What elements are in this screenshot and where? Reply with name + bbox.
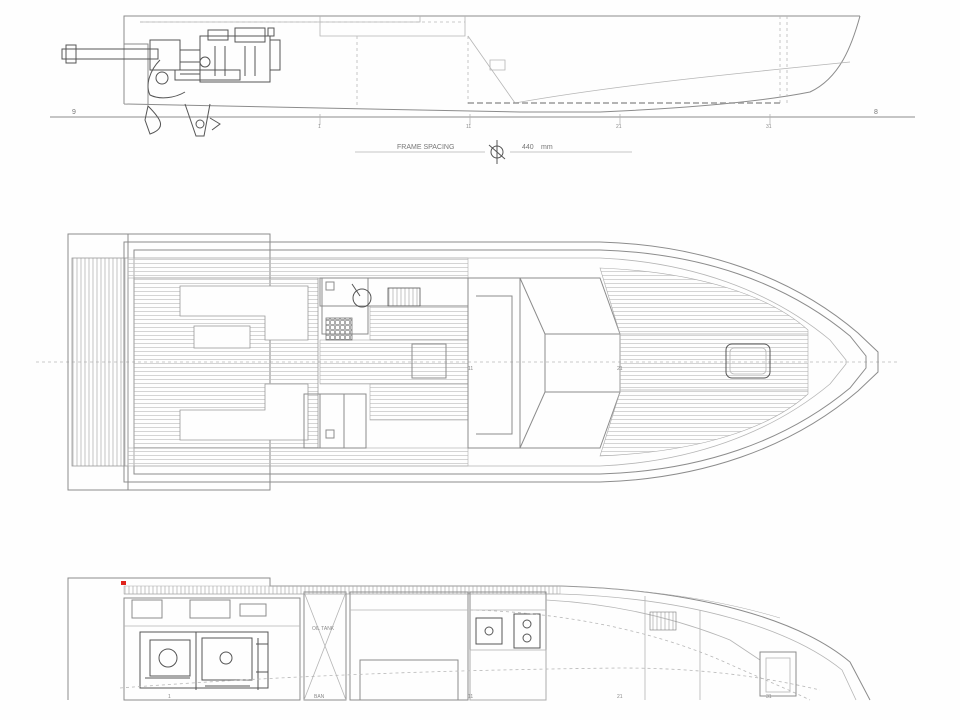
- engine-machinery: [139, 631, 269, 690]
- profile-tick-11: 11: [466, 124, 471, 130]
- frame-spacing-unit: mm: [541, 144, 553, 151]
- deck-plan-view: 11 21: [36, 233, 898, 491]
- profile-tick-31: 31: [766, 124, 772, 130]
- interior-tick-21: 21: [617, 694, 623, 700]
- profile-tick-1: 1: [318, 124, 321, 130]
- baseline-end-right: 8: [874, 109, 878, 116]
- interior-bottom-label: BAN: [314, 694, 325, 700]
- tank-label: OIL TANK: [312, 626, 335, 632]
- interior-plan-view: OIL TANK BAN 1 11 21 31: [67, 577, 871, 701]
- interior-tick-31: 31: [766, 694, 772, 700]
- deck-hull-outline: [123, 241, 879, 483]
- profile-hull: [123, 15, 861, 113]
- profile-frame-ticks: 1 11 21 31: [318, 114, 772, 130]
- deck-tick-11: 11: [468, 366, 473, 372]
- interior-tick-1: 1: [168, 694, 171, 700]
- profile-tick-21: 21: [616, 124, 622, 130]
- steering-wheel-icon: [352, 288, 372, 308]
- cockpit-table: [411, 343, 447, 379]
- instrument-panel: [387, 287, 421, 307]
- stove-icon: [513, 613, 541, 649]
- frame-spacing-dimension: FRAME SPACING 440 mm: [355, 140, 632, 164]
- interior-tick-11: 11: [468, 694, 473, 700]
- sink-icon: [475, 617, 503, 645]
- forward-hatch: [725, 343, 771, 379]
- red-reference-mark: [121, 581, 126, 585]
- ladder-icon: [649, 611, 677, 631]
- engine-and-drive: [61, 27, 281, 137]
- frame-spacing-value: 440: [522, 144, 534, 151]
- interior-hull-outline: [67, 577, 871, 701]
- deck-tick-21: 21: [617, 366, 623, 372]
- baseline-end-left: 9: [72, 109, 76, 116]
- frame-spacing-label: FRAME SPACING: [397, 144, 454, 151]
- grating-panel: [325, 317, 353, 341]
- profile-view: 9 8 1 11 21 31: [50, 15, 915, 164]
